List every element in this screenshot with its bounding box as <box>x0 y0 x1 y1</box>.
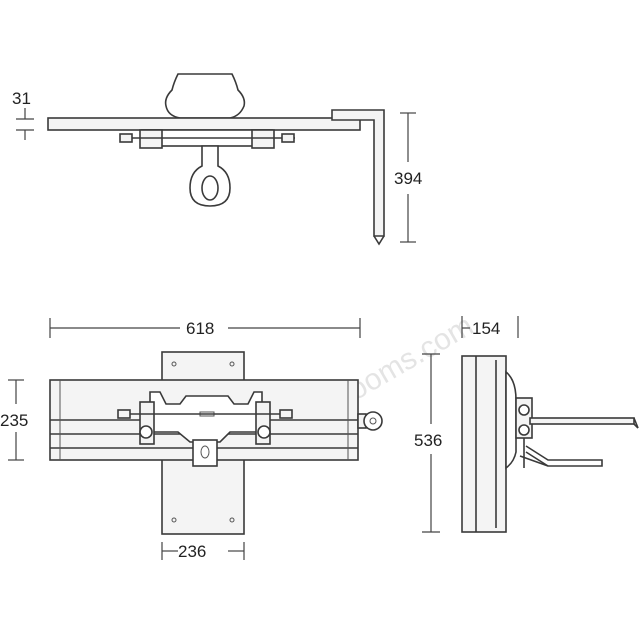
side-arm-top <box>529 417 635 425</box>
top-rod-end-left <box>119 133 133 143</box>
side-frame <box>461 355 507 533</box>
dim-154: 154 <box>461 316 519 338</box>
top-bowl-mount <box>164 73 246 119</box>
top-rod-end-right <box>281 133 295 143</box>
front-center-bracket <box>149 391 263 443</box>
dim-536-label: 536 <box>414 431 442 450</box>
dim-235: 235 <box>0 379 28 461</box>
dim-236: 236 <box>161 542 245 561</box>
dim-154-label: 154 <box>472 319 500 338</box>
dim-31: 31 <box>12 89 34 140</box>
top-clamp-left <box>139 129 163 149</box>
dim-394: 394 <box>394 112 422 243</box>
side-bracket <box>505 370 517 470</box>
dim-536: 536 <box>414 353 442 533</box>
top-loop-hole <box>201 175 219 201</box>
dim-236-label: 236 <box>178 542 206 561</box>
top-clamp-right <box>251 129 275 149</box>
front-view <box>49 351 383 535</box>
dim-618-label: 618 <box>186 319 214 338</box>
side-arm-bottom <box>525 445 603 467</box>
front-center-block <box>192 439 218 467</box>
top-view <box>47 73 385 246</box>
dim-31-label: 31 <box>12 89 31 108</box>
dim-394-label: 394 <box>394 169 422 188</box>
top-main-bar <box>47 117 361 131</box>
front-side-knob <box>363 411 383 431</box>
dim-618: 618 <box>49 318 361 338</box>
dim-235-label: 235 <box>0 411 28 430</box>
side-view <box>461 355 639 533</box>
front-knob-left <box>139 425 153 439</box>
front-knob-right <box>257 425 271 439</box>
top-bracket-tip <box>373 235 385 246</box>
